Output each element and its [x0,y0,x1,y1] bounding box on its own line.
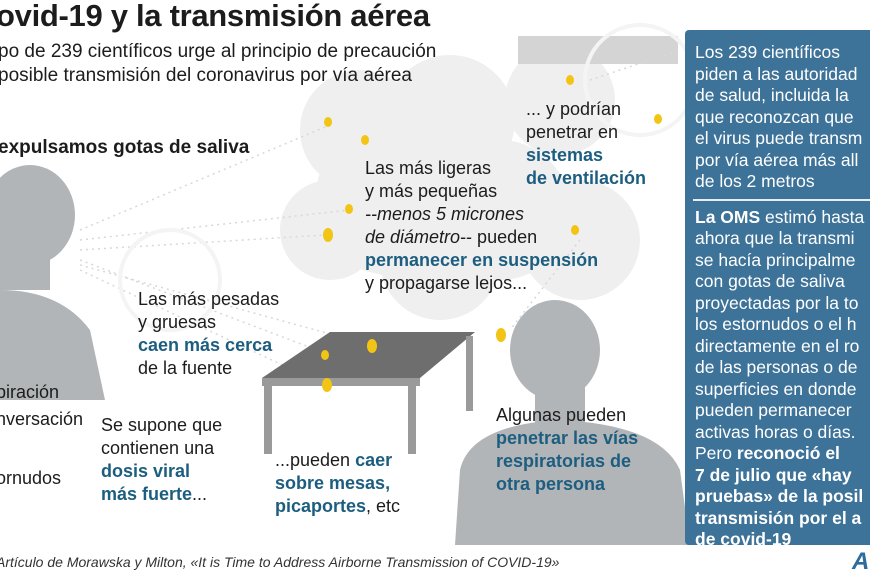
text-highlight: permanecer en suspensión [365,250,599,270]
text: ...pueden [275,450,356,470]
text-highlight: sistemas [526,145,604,165]
expel-heading: expulsamos gotas de saliva [0,137,250,158]
text-bold-line: de covid-19 [695,529,792,545]
airways-text: Algunas pueden penetrar las vías respira… [496,404,638,496]
text-line: directamente en el ro [695,335,860,356]
source-conversation: nversación [0,409,84,429]
text-highlight: caer [355,450,393,470]
text-line: Pero reconoció el [695,443,870,465]
text-line: penetrar en [526,122,619,142]
text-highlight: de ventilación [526,168,647,188]
source-breathing: piración [0,382,60,402]
divider [693,198,870,201]
text-line: de la fuente [138,358,233,378]
text-line: más fuerte... [101,483,222,506]
source-sneezes: ornudos [0,468,62,488]
text-line: La OMS estimó hasta [695,207,870,229]
text-line: se hacía principalme [695,249,856,270]
subtitle-line-1: po de 239 científicos urge al principio … [0,41,437,62]
text-italic: de diámetro [365,227,461,247]
text-line: piden a las autoridad [695,63,858,84]
text: Pero [695,443,737,463]
text-line: los estornudos o el h [695,314,857,334]
text-line: Se supone que [101,415,223,435]
ventilation-text: ... y podrían penetrar en sistemas de ve… [526,98,646,190]
source-footer: Artículo de Morawska y Milton, «It is Ti… [0,554,560,570]
surfaces-text: ...pueden caer sobre mesas, picaportes, … [275,449,400,518]
table [262,332,475,454]
text-highlight: sobre mesas, [275,473,391,493]
text-line: picaportes, etc [275,495,400,518]
text-bold-line: pruebas» de la posil [695,486,864,506]
info-panel: Los 239 científicos piden a las autorida… [685,30,870,545]
text-line: ...pueden caer [275,449,400,472]
text: ... [192,484,208,504]
droplet-trajectories [79,49,681,386]
person-left-silhouette [0,165,105,400]
text-line: y más pequeñas [365,181,498,201]
text-line: de salud, incluida la [695,85,849,105]
text-line: Las más pesadas [138,289,280,309]
text-line: contienen una [101,438,215,458]
light-droplets-text: Las más ligeras y más pequeñas --menos 5… [365,157,598,295]
text-line: ... y podrían [526,99,622,119]
text-highlight: picaportes [275,496,367,516]
text-highlight: caen más cerca [138,335,273,355]
text: -- pueden [460,227,538,247]
text-line: el virus puede transm [695,128,863,148]
text: estimó hasta [760,206,865,227]
text-line: superficies en donde [695,378,857,399]
text-line: de los 2 metros [695,171,815,191]
text-highlight: más fuerte [101,484,193,504]
ventilation-duct-icon [518,36,678,64]
text-line: ahora que la transmi [695,228,855,248]
text-line: que reconozcan que [695,106,854,127]
text-line: pueden permanecer [695,400,852,420]
text-line: de las personas o de [695,357,858,377]
text-line: Las más ligeras [365,158,492,178]
panel-paragraph-1: Los 239 científicos piden a las autorida… [695,42,870,193]
text-line: y gruesas [138,312,217,332]
text-bold: reconoció el [736,443,840,463]
text-bold: La OMS [695,206,761,227]
page-title: ovid-19 y la transmisión aérea [0,0,430,33]
heavy-droplets-text: Las más pesadas y gruesas caen más cerca… [138,288,279,380]
subtitle-line-2: posible transmisión del coronavirus por … [0,65,412,86]
text-line: Algunas pueden [496,405,627,425]
text-highlight: penetrar las vías [496,428,639,448]
text-line: de diámetro-- pueden [365,226,598,249]
afp-logo: A [852,548,870,575]
text-highlight: dosis viral [101,461,191,481]
text-line: proyectadas por la to [695,292,859,313]
text-line: Los 239 científicos [695,42,840,62]
text-line: con gotas de saliva [695,271,845,291]
text-line: activas horas o días. [695,421,856,442]
text: , etc [366,496,401,516]
panel-paragraph-2: La OMS estimó hasta ahora que la transmi… [695,207,870,546]
person-right-silhouette [455,300,690,545]
text-highlight: otra persona [496,474,606,494]
text-bold-line: transmisión por el a [695,507,862,528]
viral-dose-text: Se supone que contienen una dosis viral … [101,414,222,506]
text-bold-line: 7 de julio que «hay [695,464,852,485]
text-line: --menos 5 micrones [365,204,525,224]
text-line: y propagarse lejos... [365,273,528,293]
text-line: por vía aérea más all [695,149,859,170]
droplets [321,75,662,392]
text-highlight: respiratorias de [496,451,632,471]
